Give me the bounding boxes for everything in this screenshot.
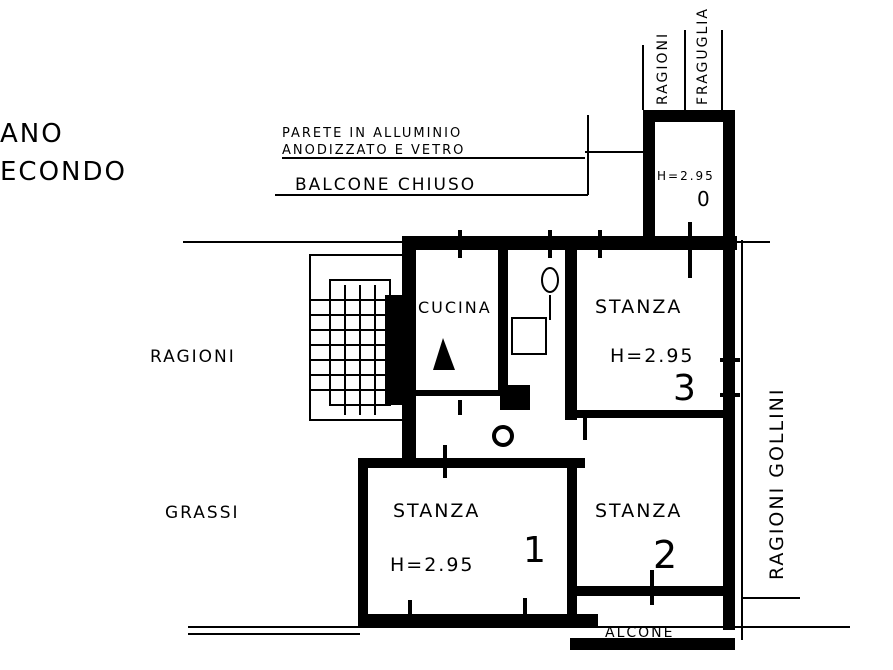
kitchen-fixtures (433, 267, 559, 447)
closed-balcony-height: H=2.95 (657, 169, 715, 183)
neighbor-left-bottom: GRASSI (165, 503, 240, 523)
room1-label: STANZA (393, 500, 480, 522)
note-line2: ANODIZZATO E VETRO (282, 143, 465, 158)
room1-number: 1 (523, 530, 548, 571)
floor-title-line1: ANO (0, 119, 64, 149)
wall-ticks (408, 222, 740, 625)
note-line1: PARETE IN ALLUMINIO (282, 126, 462, 141)
label-kitchen: CUCINA (418, 298, 492, 317)
room2-label: STANZA (595, 500, 682, 522)
neighbor-left-top: RAGIONI (150, 347, 236, 367)
neighbor-top-a: RAGIONI (655, 32, 671, 105)
room1-height: H=2.95 (390, 554, 475, 576)
neighbor-right: RAGIONI GOLLINI (766, 387, 788, 580)
room3-height: H=2.95 (610, 345, 695, 367)
floor-title-line2: ECONDO (0, 157, 127, 187)
room2-number: 2 (653, 533, 679, 577)
note-balcony: BALCONE CHIUSO (295, 175, 476, 195)
staircase (309, 254, 407, 421)
bottom-balcony-label: ALCONE (605, 625, 675, 641)
closed-balcony-number: 0 (697, 187, 712, 211)
room3-number: 3 (673, 368, 698, 409)
room3-label: STANZA (595, 296, 682, 318)
neighbor-top-b: FRAGUGLIA (695, 7, 711, 105)
